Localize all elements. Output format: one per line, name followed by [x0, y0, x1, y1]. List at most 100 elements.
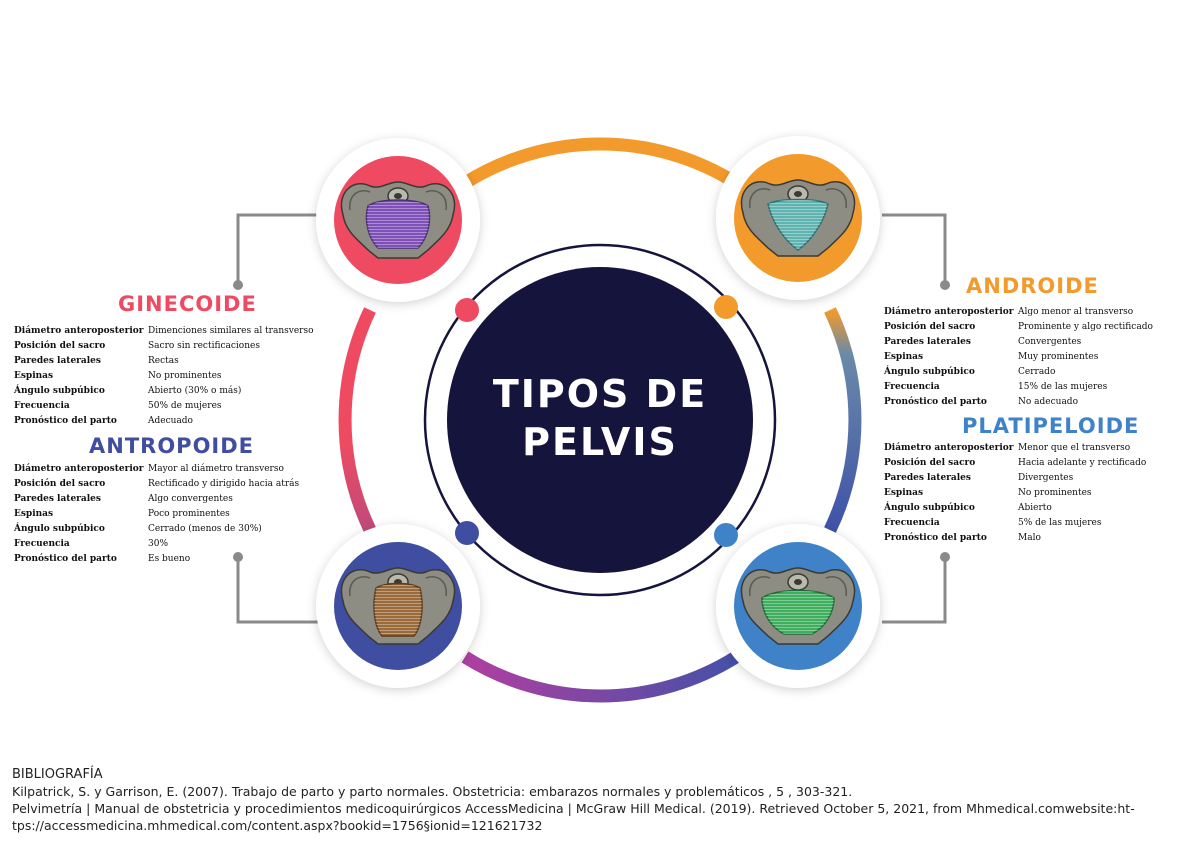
prop-value: No prominentes: [148, 371, 222, 381]
prop-label: Paredes laterales: [884, 337, 971, 347]
bibliography-heading: BIBLIOGRAFÍA: [12, 767, 103, 782]
prop-value: Rectificado y dirigido hacia atrás: [148, 479, 300, 489]
prop-value: Prominente y algo rectificado: [1018, 322, 1153, 332]
prop-label: Ángulo subpúbico: [14, 524, 105, 534]
prop-row: Paredes laterales Convergentes: [884, 335, 1153, 350]
props-platipeloide: Diámetro anteroposterior Menor que el tra…: [884, 441, 1146, 546]
medallion-platipeloide: [716, 524, 880, 688]
connector-ginecoide: [236, 213, 318, 283]
prop-row: Espinas Muy prominentes: [884, 350, 1153, 365]
medallion-ginecoide: [316, 138, 480, 302]
prop-label: Posición del sacro: [884, 322, 976, 332]
connector-platipeloide: [882, 560, 947, 624]
prop-label: Frecuencia: [14, 539, 70, 549]
prop-row: Diámetro anteroposterior Dimenciones simi…: [14, 324, 314, 339]
prop-label: Diámetro anteroposterior: [884, 443, 1014, 453]
prop-value: Hacia adelante y rectificado: [1018, 458, 1147, 468]
prop-row: Ángulo subpúbico Cerrado (menos de 30%): [14, 522, 299, 537]
medallion-antropoide: [316, 524, 480, 688]
prop-label: Diámetro anteroposterior: [14, 326, 144, 336]
prop-value: No adecuado: [1018, 397, 1078, 407]
prop-row: Posición del sacro Prominente y algo rect…: [884, 320, 1153, 335]
connector-androide: [882, 213, 947, 283]
prop-label: Espinas: [14, 509, 54, 519]
center-disc: [447, 267, 753, 573]
prop-label: Paredes laterales: [14, 494, 101, 504]
prop-label: Posición del sacro: [884, 458, 976, 468]
prop-row: Frecuencia 50% de mujeres: [14, 399, 314, 414]
prop-value: Menor que el transverso: [1018, 443, 1131, 453]
prop-label: Espinas: [884, 352, 924, 362]
connector-dot-androide: [940, 280, 950, 290]
prop-row: Pronóstico del parto Adecuado: [14, 414, 314, 429]
prop-label: Ángulo subpúbico: [14, 386, 105, 396]
bibliography-ref-2-line-1: Pelvimetría | Manual de obstetricia y pr…: [12, 801, 1135, 816]
bibliography-ref-2-line-2: tps://accessmedicina.mhmedical.com/conte…: [12, 818, 543, 833]
prop-label: Pronóstico del parto: [14, 416, 117, 426]
prop-value: Muy prominentes: [1018, 352, 1099, 362]
prop-row: Diámetro anteroposterior Mayor al diámetr…: [14, 462, 299, 477]
dot-androide: [714, 295, 738, 319]
prop-label: Posición del sacro: [14, 341, 106, 351]
prop-value: Cerrado: [1018, 367, 1056, 377]
dot-platipeloide: [714, 523, 738, 547]
prop-label: Frecuencia: [884, 518, 940, 528]
ring-arc-top: [461, 137, 740, 189]
connector-dot-ginecoide: [233, 280, 243, 290]
prop-value: Cerrado (menos de 30%): [148, 524, 262, 534]
prop-value: Adecuado: [148, 416, 193, 426]
prop-row: Posición del sacro Sacro sin rectificacio…: [14, 339, 314, 354]
prop-label: Ángulo subpúbico: [884, 503, 975, 513]
prop-value: Divergentes: [1018, 473, 1074, 483]
prop-value: 15% de las mujeres: [1018, 382, 1108, 392]
prop-value: Sacro sin rectificaciones: [148, 341, 260, 351]
title-ginecoide: GINECOIDE: [118, 292, 257, 316]
prop-label: Posición del sacro: [14, 479, 106, 489]
prop-value: Malo: [1018, 533, 1041, 543]
prop-row: Diámetro anteroposterior Menor que el tra…: [884, 441, 1146, 456]
prop-value: Mayor al diámetro transverso: [148, 464, 284, 474]
prop-label: Espinas: [14, 371, 54, 381]
connector-dot-antropoide: [233, 552, 243, 562]
prop-row: Pronóstico del parto No adecuado: [884, 395, 1153, 410]
prop-label: Espinas: [884, 488, 924, 498]
props-ginecoide: Diámetro anteroposterior Dimenciones simi…: [14, 324, 314, 429]
bibliography-ref-1: Kilpatrick, S. y Garrison, E. (2007). Tr…: [12, 784, 853, 799]
prop-row: Posición del sacro Rectificado y dirigido…: [14, 477, 299, 492]
center-title-line2: PELVIS: [522, 420, 678, 464]
prop-value: 50% de mujeres: [148, 401, 222, 411]
title-platipeloide: PLATIPELOIDE: [962, 414, 1140, 438]
center-title-line1: TIPOS DE: [493, 372, 707, 416]
props-antropoide: Diámetro anteroposterior Mayor al diámetr…: [14, 462, 299, 567]
prop-value: Abierto: [1018, 503, 1052, 513]
dot-antropoide: [455, 521, 479, 545]
prop-row: Ángulo subpúbico Abierto: [884, 501, 1146, 516]
dot-ginecoide: [455, 298, 479, 322]
prop-value: Rectas: [148, 356, 179, 366]
prop-value: Dimenciones similares al transverso: [148, 326, 314, 336]
prop-label: Diámetro anteroposterior: [14, 464, 144, 474]
prop-label: Pronóstico del parto: [884, 397, 987, 407]
prop-value: 30%: [148, 539, 169, 549]
prop-value: Convergentes: [1018, 337, 1082, 347]
connector-dot-platipeloide: [940, 552, 950, 562]
bibliography: BIBLIOGRAFÍA Kilpatrick, S. y Garrison, …: [12, 766, 1192, 834]
prop-row: Espinas No prominentes: [14, 369, 314, 384]
ring-arc-bottom: [461, 651, 740, 703]
connector-antropoide: [236, 560, 318, 624]
prop-label: Ángulo subpúbico: [884, 367, 975, 377]
prop-label: Frecuencia: [14, 401, 70, 411]
prop-value: Poco prominentes: [148, 509, 230, 519]
prop-row: Espinas Poco prominentes: [14, 507, 299, 522]
